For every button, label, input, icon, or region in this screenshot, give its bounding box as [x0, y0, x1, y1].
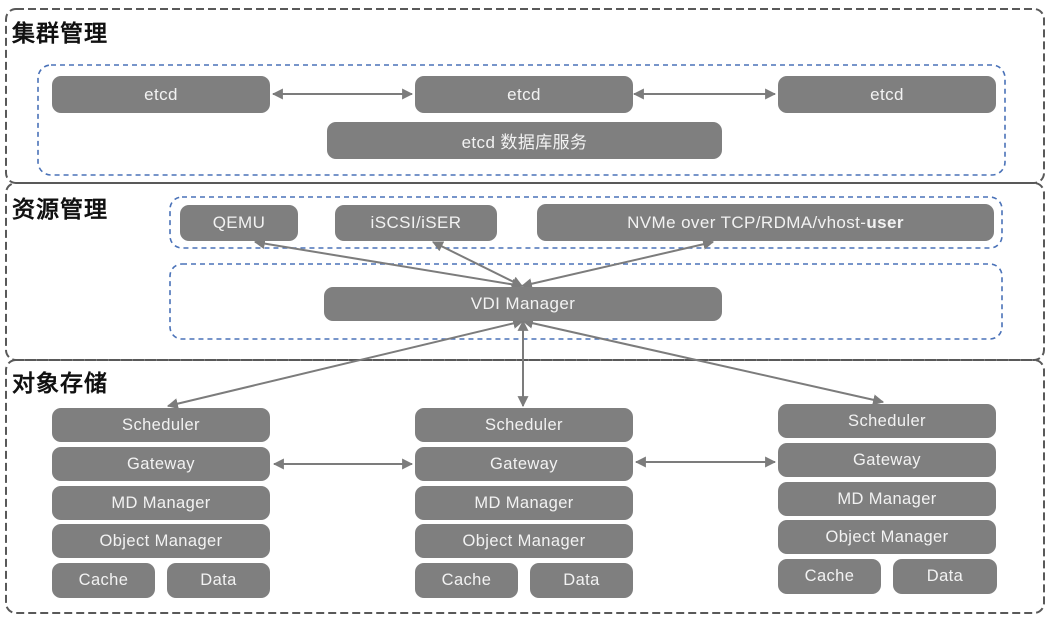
node-md-manager-3: MD Manager [778, 482, 996, 516]
node-object-manager-1: Object Manager [52, 524, 270, 558]
node-scheduler-1: Scheduler [52, 408, 270, 442]
node-cache-3: Cache [778, 559, 881, 594]
node-object-manager-2: Object Manager [415, 524, 633, 558]
node-etcd-1: etcd [52, 76, 270, 113]
arrow-vdi-nvme [520, 238, 715, 290]
node-etcd-db-service: etcd 数据库服务 [327, 122, 722, 159]
arrow-vdi-scheduler-right [521, 317, 885, 406]
node-vdi-manager: VDI Manager [324, 287, 722, 321]
node-md-manager-1: MD Manager [52, 486, 270, 520]
cluster-section-border [5, 8, 1045, 184]
node-nvme: NVMe over TCP/RDMA/vhost-user [537, 204, 994, 241]
resource-section-border [5, 182, 1045, 361]
nvme-label-bold: user [866, 212, 904, 232]
node-qemu: QEMU [180, 205, 298, 241]
node-data-3: Data [893, 559, 997, 594]
node-gateway-3: Gateway [778, 443, 996, 477]
node-md-manager-2: MD Manager [415, 486, 633, 520]
node-iscsi: iSCSI/iSER [335, 205, 497, 241]
section-title-resource: 资源管理 [12, 196, 108, 222]
arrow-vdi-scheduler-left [166, 317, 525, 410]
node-scheduler-2: Scheduler [415, 408, 633, 442]
node-object-manager-3: Object Manager [778, 520, 996, 554]
node-data-1: Data [167, 563, 270, 598]
arrow-vdi-iscsi [432, 241, 523, 287]
section-title-object: 对象存储 [12, 370, 108, 396]
node-cache-1: Cache [52, 563, 155, 598]
section-title-cluster: 集群管理 [12, 20, 108, 46]
node-gateway-2: Gateway [415, 447, 633, 481]
node-data-2: Data [530, 563, 633, 598]
node-gateway-1: Gateway [52, 447, 270, 481]
etcd-group-border [37, 64, 1006, 176]
node-cache-2: Cache [415, 563, 518, 598]
nvme-label-regular: NVMe over TCP/RDMA/vhost- [627, 212, 867, 232]
frontend-group-border [169, 196, 1003, 249]
node-etcd-3: etcd [778, 76, 996, 113]
node-etcd-2: etcd [415, 76, 633, 113]
node-scheduler-3: Scheduler [778, 404, 996, 438]
